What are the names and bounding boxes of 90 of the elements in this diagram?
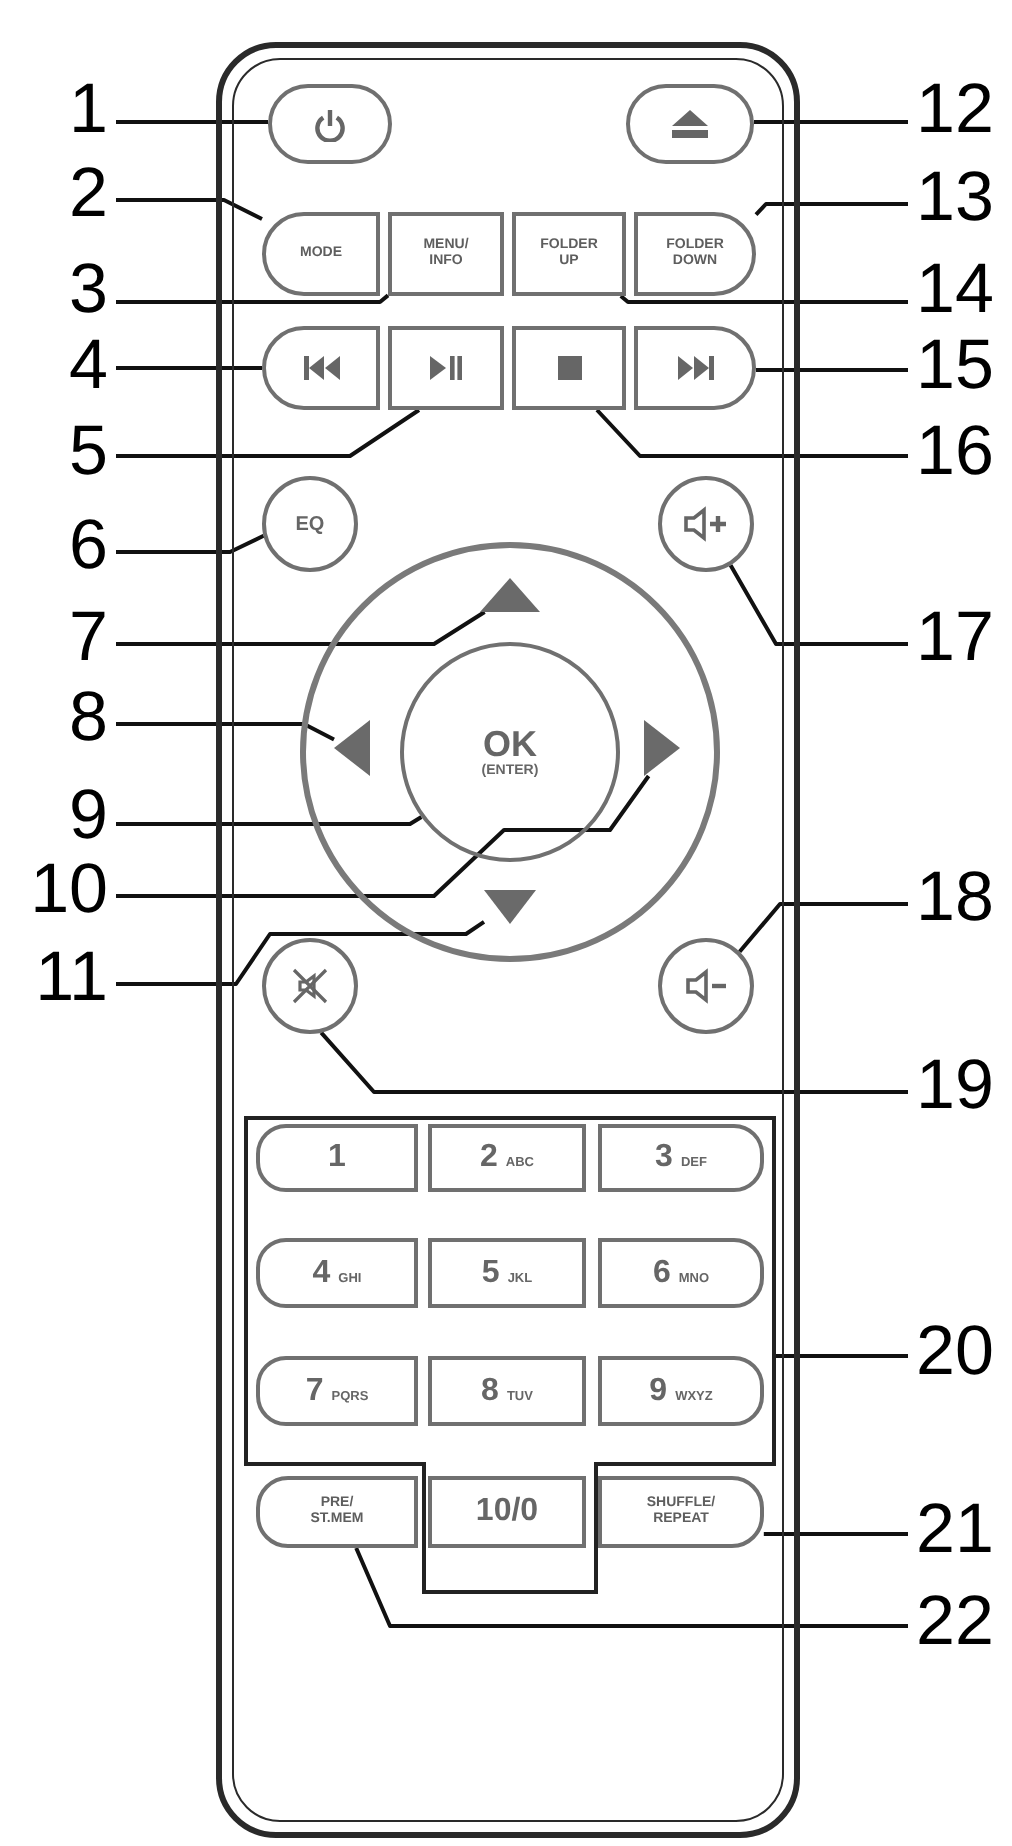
callout-number: 21 — [916, 1496, 994, 1564]
navigation-ring — [300, 542, 720, 962]
number-key — [428, 1238, 586, 1308]
eq-button — [262, 476, 358, 572]
leader-line — [116, 408, 421, 458]
number-key — [256, 1238, 418, 1308]
leader-line — [754, 120, 908, 124]
mute-button — [262, 938, 358, 1034]
leader-line — [728, 564, 908, 646]
play-pause-button — [388, 326, 504, 410]
remote-control-body — [216, 42, 800, 1838]
callout-number: 7 — [69, 604, 108, 672]
leader-line — [319, 1031, 908, 1094]
right-arrow-icon — [644, 720, 680, 776]
leader-line — [116, 815, 423, 826]
leader-line — [763, 1532, 908, 1536]
up-arrow-icon — [480, 578, 540, 612]
callout-number: 5 — [69, 418, 108, 486]
previous-button — [262, 326, 380, 410]
folder-down-button — [634, 212, 756, 296]
leader-line — [116, 534, 265, 554]
leader-line — [116, 293, 390, 304]
leader-line — [354, 1547, 908, 1628]
number-key — [256, 1356, 418, 1426]
button-label: OK — [483, 725, 537, 761]
number-key — [598, 1124, 764, 1192]
callout-number: 4 — [69, 332, 108, 400]
folder-up-button — [512, 212, 626, 296]
button-label: EQ — [295, 513, 325, 535]
number-key — [598, 1356, 764, 1426]
key-digit: 5 — [481, 1255, 500, 1291]
ok-button — [400, 642, 620, 862]
callout-number: 16 — [916, 418, 994, 486]
leader-line — [595, 408, 908, 458]
callout-number: 19 — [916, 1052, 994, 1120]
callout-number: 10 — [30, 856, 108, 924]
leader-line — [116, 366, 262, 370]
mode-button — [262, 212, 380, 296]
callout-number: 11 — [35, 944, 108, 1012]
volume-down-button — [658, 938, 754, 1034]
key-digit: 7 — [305, 1373, 324, 1409]
callout-number: 20 — [916, 1318, 994, 1386]
leader-line — [116, 774, 651, 898]
key-digit: 10/0 — [475, 1494, 539, 1530]
eject-button — [626, 84, 754, 164]
callout-number: 17 — [916, 604, 994, 672]
callout-number: 15 — [916, 332, 994, 400]
callout-number: 12 — [916, 76, 994, 144]
callout-number: 6 — [69, 512, 108, 580]
leader-line — [754, 202, 908, 216]
next-button — [634, 326, 756, 410]
callout-number: 14 — [916, 256, 994, 324]
number-key — [598, 1238, 764, 1308]
callout-number: 22 — [916, 1588, 994, 1656]
leader-line — [116, 120, 268, 124]
leader-line — [619, 294, 908, 304]
key-digit: 4 — [312, 1255, 331, 1291]
leader-line — [116, 198, 263, 221]
volume-up-button — [658, 476, 754, 572]
callout-number: 9 — [69, 782, 108, 850]
key-digit: 1 — [328, 1140, 346, 1176]
callout-number: 8 — [69, 684, 108, 752]
keypad-outline — [244, 1116, 776, 1594]
down-arrow-icon — [484, 890, 536, 924]
leader-line — [756, 368, 908, 372]
callout-number: 2 — [69, 160, 108, 228]
key-digit: 8 — [481, 1373, 499, 1409]
shuffle-repeat-button — [598, 1476, 764, 1548]
key-digit: 2 — [480, 1140, 498, 1176]
number-key — [256, 1124, 418, 1192]
leader-line — [116, 610, 486, 646]
leader-line — [116, 722, 335, 742]
leader-line — [116, 920, 486, 986]
number-key — [428, 1356, 586, 1426]
key-digit: 6 — [652, 1255, 671, 1291]
callout-number: 18 — [916, 864, 994, 932]
left-arrow-icon — [334, 720, 370, 776]
number-key — [428, 1476, 586, 1548]
key-digit: 9 — [649, 1373, 668, 1409]
menu-info-button — [388, 212, 504, 296]
callout-number: 13 — [916, 164, 994, 232]
power-button — [268, 84, 392, 164]
leader-line — [776, 1354, 908, 1358]
leader-line — [738, 902, 908, 954]
function-key — [256, 1476, 418, 1548]
stop-button — [512, 326, 626, 410]
number-key — [428, 1124, 586, 1192]
callout-number: 3 — [69, 256, 108, 324]
callout-number: 1 — [69, 76, 108, 144]
key-digit: 3 — [655, 1140, 673, 1176]
